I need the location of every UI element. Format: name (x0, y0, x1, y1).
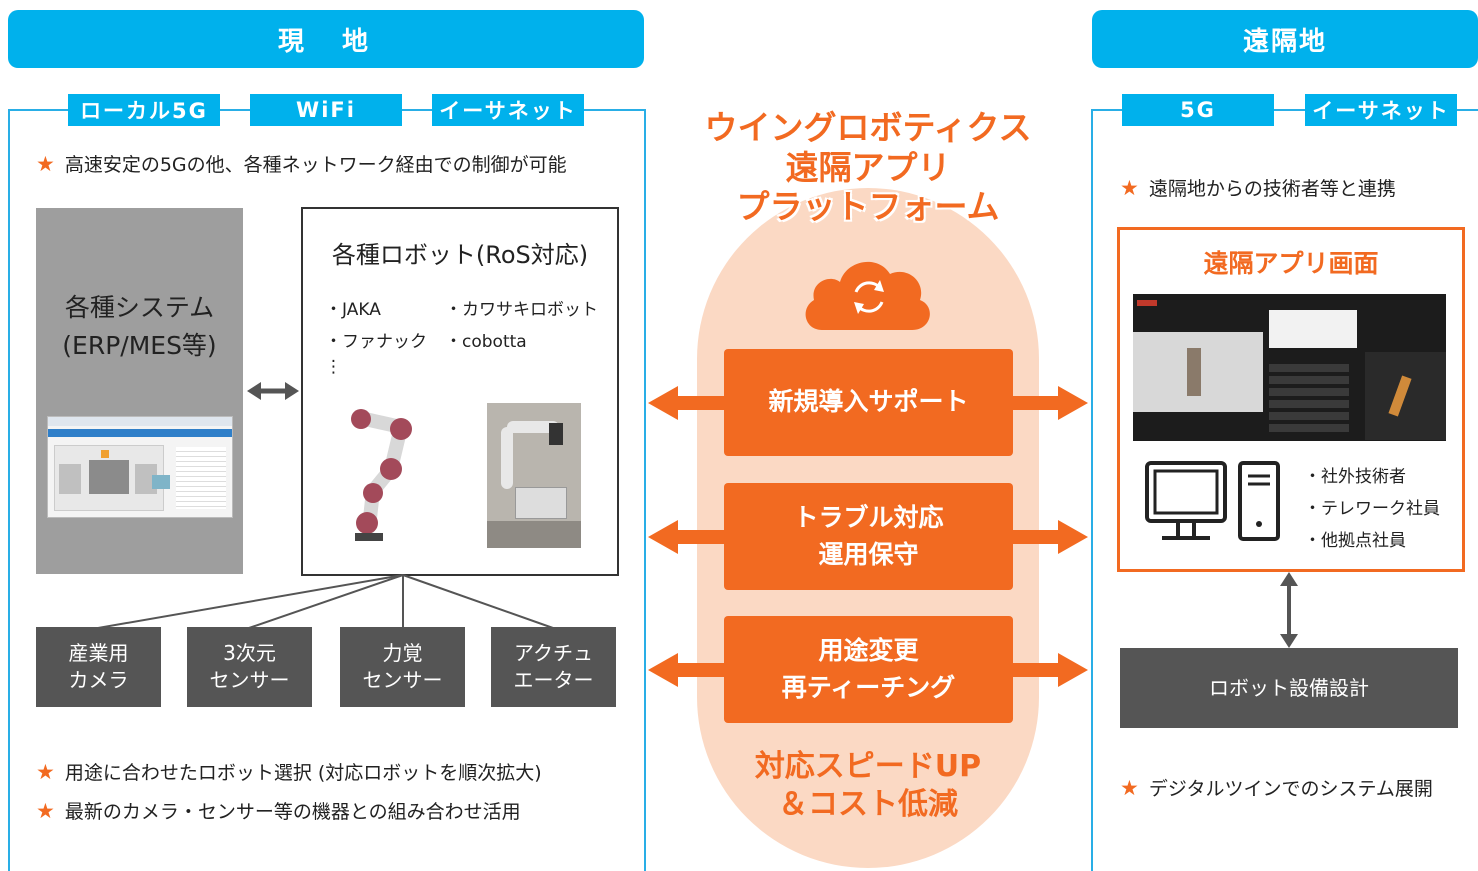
computer-icon (1145, 461, 1280, 541)
device-connectors (97, 574, 554, 629)
tag-local5g: ローカル5G (68, 94, 220, 126)
robot-item-cobotta: ・cobotta (445, 332, 527, 352)
device-camera-line2: カメラ (68, 668, 129, 692)
robot-item-jaka: ・JAKA (325, 300, 381, 320)
device-actuator-line1: アクチュ (514, 641, 593, 665)
systems-box: 各種システム (ERP/MES等) (36, 208, 243, 574)
tag-wifi: WiFi (250, 94, 402, 126)
star-icon: ★ (36, 798, 55, 823)
service-repurpose: 用途変更再ティーチング (724, 616, 1013, 723)
robots-title: 各種ロボット(RoS対応) (331, 241, 589, 269)
remote-app-screenshot (1133, 294, 1446, 441)
platform-title-line1: ウイングロボティクス (704, 108, 1032, 147)
robot-item-more: ⋮ (325, 357, 342, 377)
right-top-note-text: 遠隔地からの技術者等と連携 (1148, 178, 1396, 200)
remote-app-title: 遠隔アプリ画面 (1203, 249, 1379, 278)
cobotta-image (487, 403, 581, 548)
device-3d-line1: 3次元 (223, 641, 276, 665)
tag-ethernet-right: イーサネット (1305, 94, 1457, 126)
platform-footer: 対応スピードUP ＆コスト低減 (697, 748, 1039, 823)
star-icon: ★ (1120, 775, 1139, 800)
device-force-line1: 力覚 (382, 641, 423, 665)
left-bottom-note-1-text: 用途に合わせたロボット選択 (対応ロボットを順次拡大) (64, 762, 542, 784)
service-trouble: トラブル対応運用保守 (724, 483, 1013, 590)
star-icon: ★ (36, 151, 55, 176)
user-telework: ・テレワーク社員 (1304, 499, 1440, 519)
device-actuator: アクチュエーター (491, 627, 616, 707)
star-icon: ★ (1120, 175, 1139, 200)
double-arrow-icon (247, 382, 299, 400)
robots-box: 各種ロボット(RoS対応) ・JAKA ・カワサキロボット ・ファナック ・co… (301, 207, 619, 576)
platform-footer-line2: ＆コスト低減 (778, 786, 958, 822)
left-bottom-note-2-text: 最新のカメラ・センサー等の機器との組み合わせ活用 (64, 801, 521, 823)
user-external-engineer: ・社外技術者 (1304, 467, 1406, 487)
left-header: 現 地 (8, 10, 644, 68)
left-bottom-note-1: ★ 用途に合わせたロボット選択 (対応ロボットを順次拡大) (36, 758, 542, 785)
service-new-install-label: 新規導入サポート (768, 387, 969, 417)
right-header: 遠隔地 (1092, 10, 1478, 68)
right-bottom-note: ★ デジタルツインでのシステム展開 (1120, 774, 1433, 801)
vertical-double-arrow-icon (1280, 572, 1298, 648)
cloud-sync-icon (805, 261, 930, 330)
remote-app-box: 遠隔アプリ画面 ・社外技術者 ・テレワーク社員 ・他拠点社員 (1117, 227, 1465, 572)
tag-5g: 5G (1122, 94, 1274, 126)
platform-footer-line1: 対応スピードUP (754, 749, 982, 784)
service-repurpose-line1: 用途変更 (818, 636, 919, 666)
left-top-note: ★ 高速安定の5Gの他、各種ネットワーク経由での制御が可能 (36, 150, 567, 177)
device-3d-line2: センサー (209, 668, 290, 692)
device-force-line2: センサー (362, 668, 443, 692)
device-camera: 産業用カメラ (36, 627, 161, 707)
device-camera-line1: 産業用 (68, 641, 129, 665)
right-panel (1091, 109, 1478, 871)
tag-ethernet-left: イーサネット (432, 94, 584, 126)
device-actuator-line2: エーター (513, 668, 594, 692)
robot-equipment-design-box: ロボット設備設計 (1120, 648, 1458, 728)
platform-title: ウイングロボティクス 遠隔アプリ プラットフォーム (660, 108, 1076, 227)
platform-title-line2: 遠隔アプリ (785, 147, 951, 187)
robot-item-fanuc: ・ファナック (325, 332, 427, 352)
service-arrows (648, 386, 1088, 687)
right-top-note: ★ 遠隔地からの技術者等と連携 (1120, 174, 1396, 201)
user-other-site: ・他拠点社員 (1304, 531, 1406, 551)
robot-item-kawasaki: ・カワサキロボット (445, 300, 598, 320)
erp-screenshot (47, 416, 233, 518)
systems-title: 各種システム (64, 293, 215, 322)
service-trouble-line1: トラブル対応 (793, 503, 944, 533)
left-top-note-text: 高速安定の5Gの他、各種ネットワーク経由での制御が可能 (64, 154, 567, 176)
robot-arm-image (351, 409, 412, 541)
left-bottom-note-2: ★ 最新のカメラ・センサー等の機器との組み合わせ活用 (36, 797, 521, 824)
device-force-sensor: 力覚センサー (340, 627, 465, 707)
device-3d-sensor: 3次元センサー (187, 627, 312, 707)
platform-title-line3: プラットフォーム (736, 187, 1000, 227)
right-bottom-note-text: デジタルツインでのシステム展開 (1148, 778, 1433, 800)
service-trouble-line2: 運用保守 (818, 539, 919, 569)
systems-subtitle: (ERP/MES等) (62, 331, 217, 360)
service-new-install: 新規導入サポート (724, 349, 1013, 456)
star-icon: ★ (36, 759, 55, 784)
service-repurpose-line2: 再ティーチング (781, 672, 956, 702)
